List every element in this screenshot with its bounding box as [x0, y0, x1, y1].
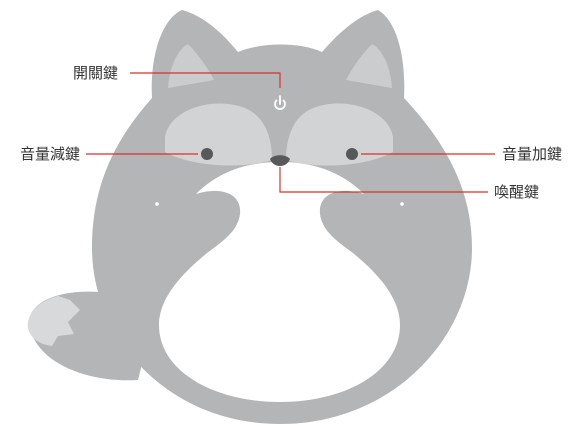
wake-leader-line — [279, 167, 488, 193]
left-indicator-dot — [155, 202, 159, 206]
leader-lines — [86, 72, 495, 193]
volume-down-button[interactable] — [201, 148, 213, 160]
volume-down-label: 音量減鍵 — [20, 145, 80, 163]
left-inner-ear — [168, 44, 214, 88]
left-eye-patch — [165, 103, 272, 166]
wake-label: 喚醒鍵 — [494, 183, 539, 201]
wake-button[interactable] — [270, 155, 290, 166]
power-icon[interactable] — [274, 95, 286, 110]
right-inner-ear — [346, 44, 392, 88]
belly — [159, 162, 400, 402]
volume-up-label: 音量加鍵 — [502, 145, 562, 163]
right-eye-patch — [286, 103, 393, 166]
power-leader-line — [130, 72, 281, 88]
tail-tip — [27, 296, 80, 346]
right-indicator-dot — [400, 202, 404, 206]
volume-up-button[interactable] — [346, 148, 358, 160]
power-label: 開關鍵 — [73, 64, 118, 82]
